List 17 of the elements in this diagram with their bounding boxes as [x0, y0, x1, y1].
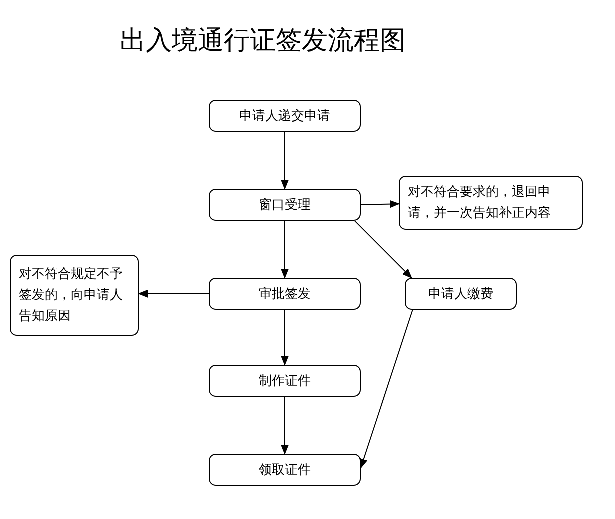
arrow	[354, 220, 412, 279]
process-box: 制作证件	[209, 365, 361, 397]
arrow	[281, 396, 289, 455]
arrow	[281, 310, 289, 366]
arrow	[138, 290, 210, 298]
process-box: 窗口受理	[209, 189, 361, 221]
arrow	[360, 310, 414, 470]
process-box: 申请人缴费	[405, 278, 517, 310]
diagram-title: 出入境通行证签发流程图	[120, 25, 406, 58]
process-box: 领取证件	[209, 454, 361, 486]
arrow	[281, 132, 289, 190]
arrow	[360, 200, 400, 208]
process-box: 审批签发	[209, 278, 361, 310]
note-box: 对不符合要求的，退回申请，并一次告知补正内容	[399, 176, 583, 230]
arrow	[281, 220, 289, 279]
note-box: 对不符合规定不予签发的，向申请人告知原因	[10, 255, 139, 336]
process-box: 申请人递交申请	[209, 100, 361, 132]
